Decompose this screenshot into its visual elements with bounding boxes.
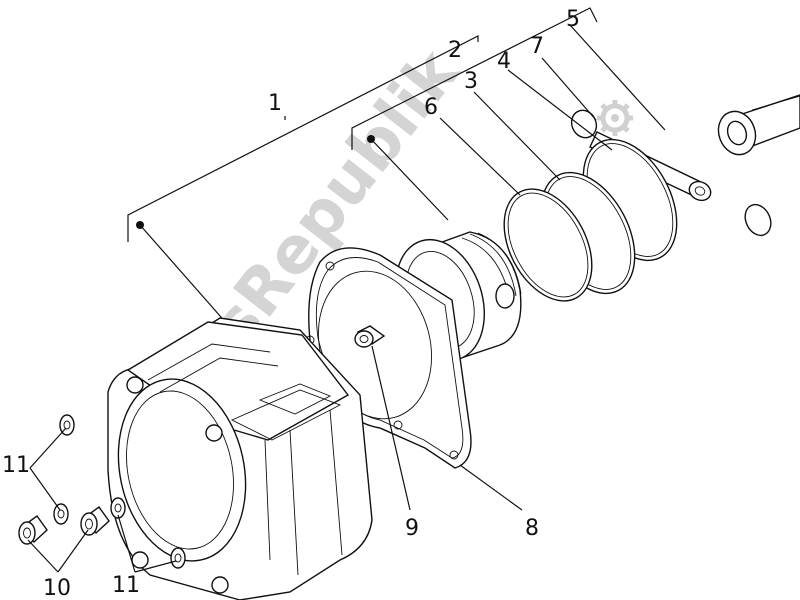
callout-1: 1 — [268, 91, 282, 116]
callout-11-left: 11 — [2, 453, 30, 478]
dowel-pin — [354, 325, 386, 348]
washers — [53, 414, 186, 569]
callout-2: 2 — [448, 38, 462, 63]
callout-5: 5 — [566, 7, 580, 32]
bracket-assembly-1 — [127, 35, 479, 326]
callout-11-bottom: 11 — [112, 573, 140, 598]
callout-3: 3 — [464, 69, 478, 94]
callout-4: 4 — [497, 49, 511, 74]
callout-6: 6 — [424, 95, 438, 120]
callout-8: 8 — [525, 516, 539, 541]
callout-7: 7 — [530, 34, 544, 59]
nuts — [18, 506, 110, 545]
piston-rings — [503, 138, 678, 302]
circlip-right — [744, 203, 772, 237]
callout-10: 10 — [43, 576, 71, 600]
cylinder-block — [107, 317, 373, 600]
callout-labels: 1 2 3 4 5 6 7 8 9 10 11 11 — [2, 7, 580, 600]
callout-9: 9 — [405, 516, 419, 541]
bracket-assembly-2 — [351, 7, 598, 221]
connecting-rod — [717, 94, 800, 156]
watermark-gear-icon — [597, 100, 633, 136]
leader-lines — [27, 24, 666, 573]
